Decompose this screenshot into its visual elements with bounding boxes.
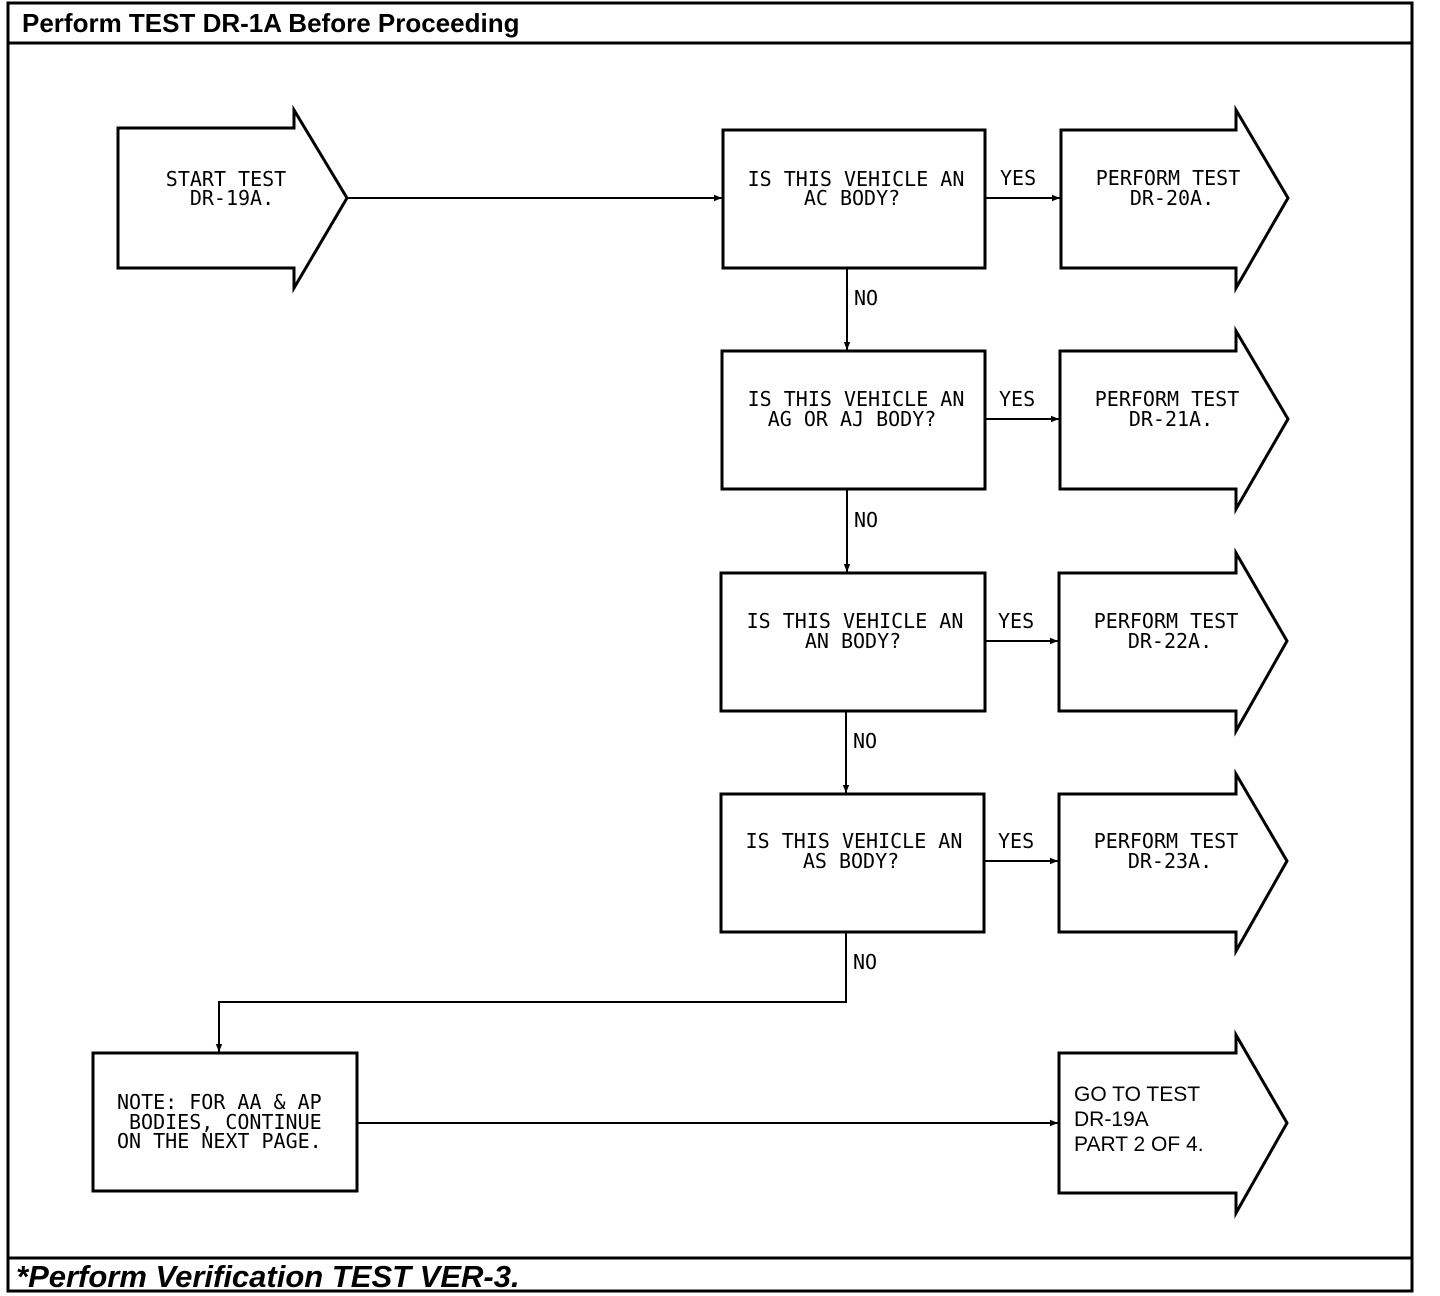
result-3-line-1: PERFORM TEST: [1094, 609, 1239, 633]
outer-border: [6, 1, 1414, 1293]
result-2-line-1: PERFORM TEST: [1095, 387, 1240, 411]
start-line-2: DR-19A.: [190, 186, 274, 210]
no-connector-4: [215, 932, 847, 1052]
decision-2-line-2: AG OR AJ BODY?: [768, 407, 937, 431]
result-dr-21a-arrow: PERFORM TEST DR-21A.: [1058, 325, 1290, 515]
goto-line-2: DR-19A: [1074, 1108, 1149, 1131]
yes-label-3: YES: [998, 609, 1034, 633]
decision-3-line-1: IS THIS VEHICLE AN: [747, 609, 964, 633]
yes-label-2: YES: [999, 387, 1035, 411]
result-2-line-2: DR-21A.: [1129, 407, 1213, 431]
decision-an-body: IS THIS VEHICLE AN AN BODY?: [719, 571, 987, 713]
note-line-3: ON THE NEXT PAGE.: [117, 1129, 322, 1153]
header-title: Perform TEST DR-1A Before Proceeding: [22, 8, 519, 38]
decision-as-body: IS THIS VEHICLE AN AS BODY?: [719, 792, 986, 934]
result-dr-22a-arrow: PERFORM TEST DR-22A.: [1057, 547, 1289, 737]
decision-4-line-2: AS BODY?: [803, 849, 899, 873]
start-line-1: START TEST: [166, 167, 286, 191]
footer-note: *Perform Verification TEST VER-3.: [16, 1259, 520, 1294]
result-1-line-1: PERFORM TEST: [1096, 166, 1241, 190]
no-label-1: NO: [854, 286, 878, 310]
note-line-1: NOTE: FOR AA & AP: [117, 1090, 322, 1114]
no-label-3: NO: [853, 729, 877, 753]
result-4-line-1: PERFORM TEST: [1094, 829, 1239, 853]
decision-1-line-1: IS THIS VEHICLE AN: [748, 167, 965, 191]
yes-label-4: YES: [998, 829, 1034, 853]
decision-3-line-2: AN BODY?: [805, 629, 901, 653]
decision-4-line-1: IS THIS VEHICLE AN: [746, 829, 963, 853]
decision-2-line-1: IS THIS VEHICLE AN: [748, 387, 965, 411]
start-test-arrow: START TEST DR-19A.: [116, 104, 349, 294]
goto-dr-19a-part-2-arrow: GO TO TEST DR-19A PART 2 OF 4.: [1057, 1029, 1289, 1219]
yes-label-1: YES: [1000, 166, 1036, 190]
result-dr-23a-arrow: PERFORM TEST DR-23A.: [1057, 768, 1289, 957]
decision-1-line-2: AC BODY?: [804, 186, 900, 210]
goto-line-1: GO TO TEST: [1074, 1083, 1200, 1106]
result-1-line-2: DR-20A.: [1130, 186, 1214, 210]
note-box: NOTE: FOR AA & AP BODIES, CONTINUE ON TH…: [91, 1051, 359, 1193]
goto-line-3: PART 2 OF 4.: [1074, 1133, 1204, 1156]
result-4-line-2: DR-23A.: [1128, 849, 1212, 873]
result-3-line-2: DR-22A.: [1128, 629, 1212, 653]
no-label-4: NO: [853, 950, 877, 974]
decision-ag-aj-body: IS THIS VEHICLE AN AG OR AJ BODY?: [720, 349, 987, 491]
note-line-2: BODIES, CONTINUE: [129, 1110, 322, 1134]
decision-ac-body: IS THIS VEHICLE AN AC BODY?: [721, 128, 987, 270]
result-dr-20a-arrow: PERFORM TEST DR-20A.: [1059, 104, 1290, 294]
no-label-2: NO: [854, 508, 878, 532]
